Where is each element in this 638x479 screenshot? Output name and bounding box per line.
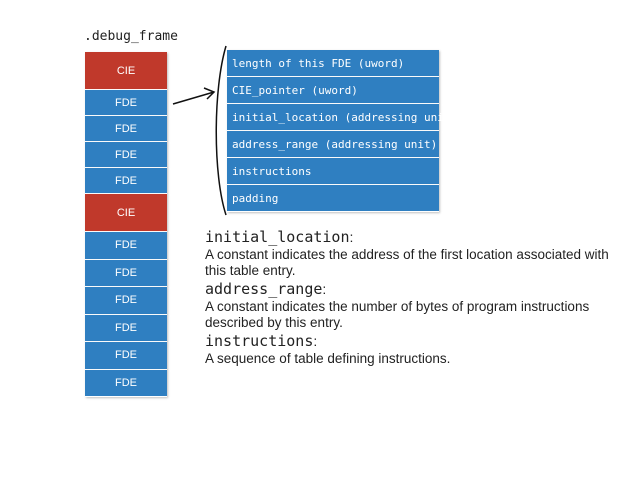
fde-block: FDE bbox=[85, 116, 167, 142]
fde-field: padding bbox=[227, 185, 439, 212]
desc-text: A constant indicates the number of bytes… bbox=[205, 299, 590, 330]
fde-field: address_range (addressing unit) bbox=[227, 131, 439, 158]
desc-term: instructions bbox=[205, 332, 314, 350]
bracket-icon bbox=[215, 45, 227, 216]
fde-block: FDE bbox=[85, 314, 167, 342]
desc-term: address_range bbox=[205, 280, 323, 298]
fde-field: CIE_pointer (uword) bbox=[227, 77, 439, 104]
field-descriptions: initial_location: A constant indicates t… bbox=[205, 228, 625, 368]
fde-block: FDE bbox=[85, 342, 167, 370]
arrow-head-icon bbox=[203, 87, 216, 100]
fde-field: initial_location (addressing unit) bbox=[227, 104, 457, 131]
desc-colon: : bbox=[322, 281, 327, 297]
fde-block: FDE bbox=[85, 369, 167, 397]
fde-block: FDE bbox=[85, 142, 167, 168]
desc-term: initial_location bbox=[205, 228, 350, 246]
debug-frame-stack: CIE FDE FDE FDE FDE CIE FDE FDE FDE FDE … bbox=[85, 52, 167, 397]
fde-block: FDE bbox=[85, 232, 167, 260]
cie-block: CIE bbox=[85, 52, 167, 90]
desc-text: A sequence of table defining instruction… bbox=[205, 351, 451, 366]
desc-term-row: address_range: bbox=[205, 280, 625, 299]
fde-block: FDE bbox=[85, 259, 167, 287]
desc-term-row: instructions: bbox=[205, 332, 625, 351]
desc-colon: : bbox=[349, 229, 354, 245]
fde-fields-table: length of this FDE (uword) CIE_pointer (… bbox=[227, 50, 457, 212]
fde-block: FDE bbox=[85, 287, 167, 315]
desc-term-row: initial_location: bbox=[205, 228, 625, 247]
cie-block: CIE bbox=[85, 194, 167, 232]
desc-colon: : bbox=[313, 333, 318, 349]
debug-frame-title: .debug_frame bbox=[84, 29, 178, 44]
fde-field: instructions bbox=[227, 158, 439, 185]
desc-text: A constant indicates the address of the … bbox=[205, 247, 609, 278]
fde-block: FDE bbox=[85, 168, 167, 194]
fde-field: length of this FDE (uword) bbox=[227, 50, 439, 77]
fde-block: FDE bbox=[85, 90, 167, 116]
connector-arrow-line bbox=[172, 91, 215, 105]
